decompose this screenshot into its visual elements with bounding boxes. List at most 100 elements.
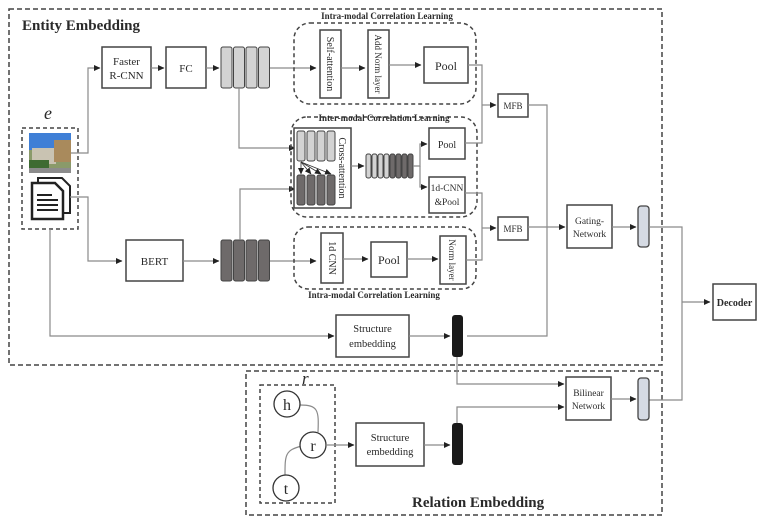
concat-vector-cell bbox=[365, 153, 372, 179]
cross-attn-text-cell bbox=[316, 174, 326, 206]
visual-vector-cell bbox=[245, 46, 258, 89]
concat-vector-cell bbox=[371, 153, 378, 179]
visual-vector-cell bbox=[258, 46, 270, 89]
svg-text:Structure: Structure bbox=[353, 324, 392, 335]
concat-vector-cell bbox=[407, 153, 414, 179]
svg-text:Cross-attention: Cross-attention bbox=[336, 137, 347, 198]
relation-structure-embedding-block: Structure embedding bbox=[355, 422, 425, 467]
relation-node: r bbox=[299, 431, 327, 459]
entity-structure-vector bbox=[452, 315, 463, 357]
svg-text:1d-CNN: 1d-CNN bbox=[431, 184, 464, 194]
cross-attn-visual-cell bbox=[316, 130, 326, 162]
svg-text:Faster: Faster bbox=[113, 56, 140, 68]
inter-modal-title: Inter-modal Correlation Learning bbox=[319, 113, 450, 123]
concatenated-feature-vectors bbox=[365, 153, 414, 179]
entity-output-vector bbox=[637, 205, 650, 248]
text-vector-cell bbox=[220, 239, 233, 282]
visual-vector-cell bbox=[233, 46, 245, 89]
svg-text:Decoder: Decoder bbox=[717, 298, 753, 309]
svg-text:Network: Network bbox=[573, 230, 606, 240]
svg-text:embedding: embedding bbox=[367, 447, 414, 458]
pool-top-block: Pool bbox=[423, 46, 469, 84]
svg-text:Pool: Pool bbox=[438, 140, 457, 151]
text-vector-cell bbox=[258, 239, 270, 282]
intra-modal-bottom-title: Intra-modal Correlation Learning bbox=[308, 290, 440, 300]
text-vector-cell bbox=[233, 239, 245, 282]
concat-vector-cell bbox=[401, 153, 408, 179]
entity-text-document-icon bbox=[30, 177, 71, 221]
faster-rcnn-block: Faster R-CNN bbox=[101, 46, 152, 89]
concat-vector-cell bbox=[383, 153, 390, 179]
cross-attn-visual-cell bbox=[326, 130, 336, 162]
attention-arrow bbox=[300, 161, 332, 175]
cross-attn-visual-cell bbox=[306, 130, 316, 162]
intra-modal-bottom-region bbox=[293, 226, 477, 290]
text-vector-cell bbox=[245, 239, 258, 282]
cross-attn-text-cell bbox=[296, 174, 306, 206]
svg-text:Add Norm layer: Add Norm layer bbox=[373, 35, 383, 94]
relation-structure-vector bbox=[452, 423, 463, 465]
entity-structure-embedding-block: Structure embedding bbox=[335, 314, 410, 358]
concat-vector-cell bbox=[395, 153, 402, 179]
svg-text:Network: Network bbox=[572, 402, 605, 412]
svg-text:MFB: MFB bbox=[503, 224, 522, 234]
self-attention-block: Self-attention bbox=[319, 29, 342, 99]
svg-text:Self-attention: Self-attention bbox=[324, 37, 335, 91]
cnn-pool-block: 1d-CNN &Pool bbox=[428, 176, 466, 214]
svg-text:1d CNN: 1d CNN bbox=[326, 241, 337, 275]
attention-arrow bbox=[300, 161, 312, 175]
entity-symbol: e bbox=[44, 103, 52, 123]
svg-text:R-CNN: R-CNN bbox=[109, 70, 143, 82]
visual-vector-cell bbox=[220, 46, 233, 89]
svg-text:Norm layer: Norm layer bbox=[447, 239, 457, 280]
svg-text:Pool: Pool bbox=[378, 253, 401, 267]
cross-attn-visual-cell bbox=[296, 130, 306, 162]
norm-layer-block: Norm layer bbox=[439, 235, 467, 285]
pool-bottom-block: Pool bbox=[370, 241, 408, 278]
svg-text:FC: FC bbox=[179, 63, 192, 75]
svg-text:Bilinear: Bilinear bbox=[573, 389, 604, 399]
intra-modal-top-title: Intra-modal Correlation Learning bbox=[321, 11, 453, 21]
entity-embedding-region bbox=[8, 8, 663, 366]
1d-cnn-block: 1d CNN bbox=[320, 232, 344, 284]
cross-attn-text-cell bbox=[306, 174, 316, 206]
relation-symbol: r bbox=[302, 369, 309, 388]
pool-inter-block: Pool bbox=[428, 127, 466, 160]
relation-output-vector bbox=[637, 377, 650, 421]
bilinear-network-block: Bilinear Network bbox=[565, 376, 612, 421]
intra-modal-top-region bbox=[293, 22, 477, 105]
entity-image-icon bbox=[29, 133, 71, 173]
relation-embedding-title: Relation Embedding bbox=[412, 495, 545, 511]
head-node: h bbox=[273, 390, 301, 418]
fc-block: FC bbox=[165, 46, 207, 89]
concat-vector-cell bbox=[377, 153, 384, 179]
mfb-bottom-block: MFB bbox=[497, 216, 529, 241]
add-norm-layer-block: Add Norm layer bbox=[367, 29, 390, 99]
text-feature-vectors bbox=[220, 239, 270, 282]
tail-node: t bbox=[272, 474, 300, 502]
relation-embedding-region bbox=[245, 370, 663, 516]
svg-text:MFB: MFB bbox=[503, 101, 522, 111]
attention-arrow bbox=[300, 161, 322, 175]
svg-text:&Pool: &Pool bbox=[435, 198, 460, 208]
entity-embedding-title: Entity Embedding bbox=[22, 18, 140, 34]
visual-feature-vectors bbox=[220, 46, 270, 89]
cross-attn-text-cell bbox=[326, 174, 336, 206]
gating-network-block: Gating- Network bbox=[566, 204, 613, 249]
svg-text:BERT: BERT bbox=[141, 256, 169, 268]
concat-vector-cell bbox=[389, 153, 396, 179]
svg-text:h: h bbox=[283, 397, 291, 414]
decoder-block: Decoder bbox=[712, 283, 757, 321]
relation-triple-box bbox=[259, 384, 336, 504]
bert-block: BERT bbox=[125, 239, 184, 282]
inter-modal-region bbox=[290, 116, 478, 218]
mfb-top-block: MFB bbox=[497, 93, 529, 118]
svg-text:Structure: Structure bbox=[371, 433, 410, 444]
cross-attention-vectors bbox=[296, 130, 336, 206]
svg-text:Gating-: Gating- bbox=[575, 217, 604, 227]
svg-text:t: t bbox=[284, 481, 289, 498]
svg-text:r: r bbox=[310, 438, 316, 455]
svg-text:Pool: Pool bbox=[435, 59, 458, 73]
svg-text:embedding: embedding bbox=[349, 339, 396, 350]
